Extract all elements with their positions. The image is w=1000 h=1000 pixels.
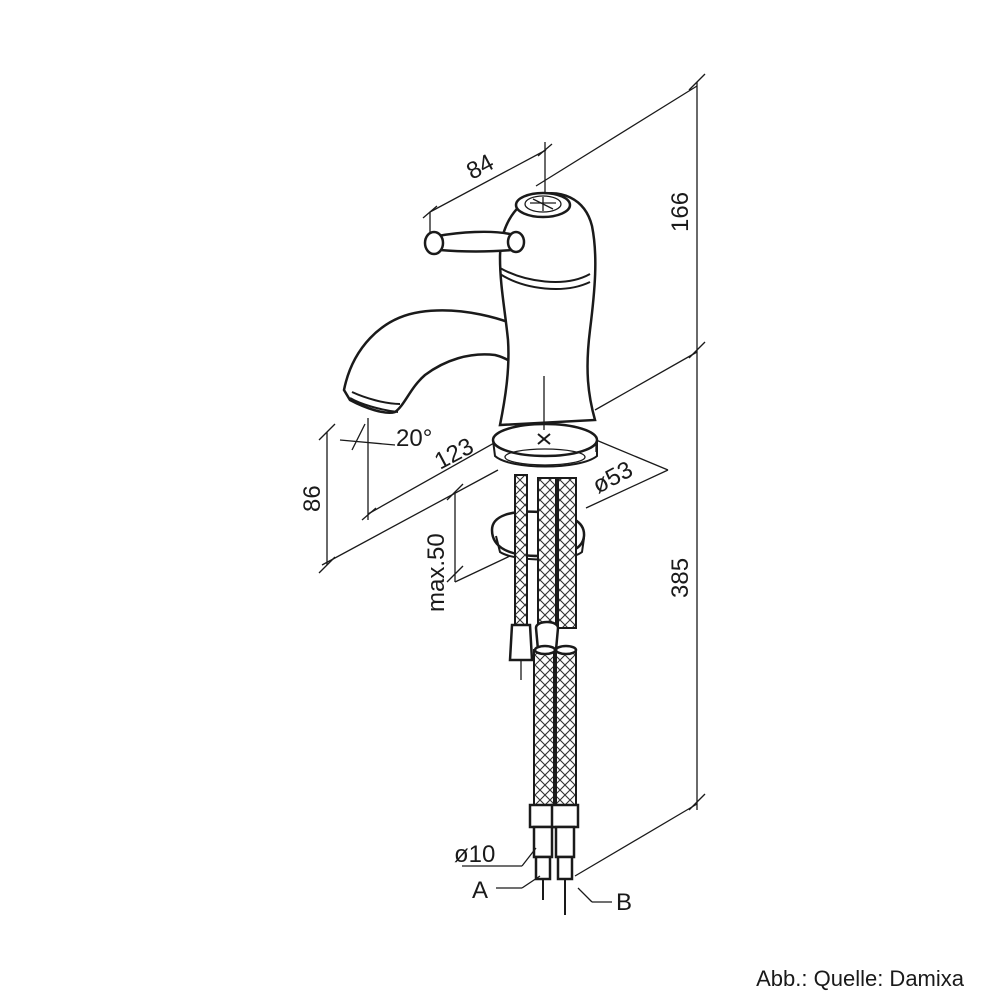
dim-label-166: 166 [667, 192, 694, 232]
dim-label-max-50: max.50 [423, 533, 450, 612]
angle-20-marker [339, 423, 396, 451]
dim-label-angle-20: 20° [396, 425, 432, 452]
dim-label-hose-diameter: ø10 [454, 841, 495, 868]
leader-lines [462, 847, 612, 903]
image-credit: Abb.: Quelle: Damixa [756, 966, 964, 991]
dim-label-123: 123 [430, 433, 478, 476]
connection-label-b: B [616, 889, 632, 916]
height-86-dimension [318, 423, 499, 574]
supply-hoses [528, 477, 580, 915]
faucet-body [498, 192, 597, 427]
dim-label-385: 385 [667, 558, 694, 598]
threaded-rod [508, 474, 534, 680]
base-flange [491, 376, 599, 468]
dim-label-86: 86 [299, 485, 326, 512]
dim-label-84: 84 [462, 149, 498, 185]
dim-label-diameter-53: ø53 [588, 456, 637, 499]
height-dimension-lines [535, 73, 706, 877]
connection-label-a: A [472, 877, 488, 904]
lever-handle [423, 230, 526, 256]
max-50-dimension [446, 483, 511, 583]
